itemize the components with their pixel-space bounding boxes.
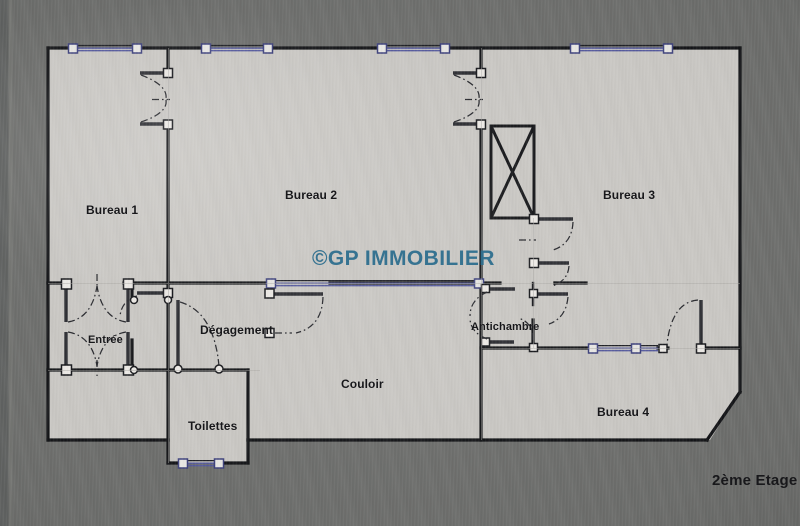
room-label-bureau-3: Bureau 3 [603, 188, 656, 202]
door [140, 67, 174, 130]
door [453, 67, 487, 130]
wall-stop-box [658, 343, 668, 354]
room-label-bureau-2: Bureau 2 [285, 188, 338, 202]
window [265, 278, 485, 289]
window [569, 43, 674, 54]
room-label-bureau-1: Bureau 1 [86, 203, 139, 217]
technical-shaft [489, 124, 536, 220]
room-label-couloir: Couloir [341, 377, 384, 391]
room-label-bureau-4: Bureau 4 [597, 405, 650, 419]
room-label-entree: Entrée [88, 334, 123, 346]
window [200, 43, 274, 54]
door [469, 317, 539, 353]
door [519, 239, 570, 287]
window [67, 43, 143, 54]
wall-node [129, 365, 139, 375]
wall-node [129, 295, 139, 305]
building-footprint [48, 48, 740, 463]
door [264, 288, 324, 339]
watermark-gp-immobilier: ©GP IMMOBILIER [312, 247, 495, 270]
floor-caption: 2ème Etage [712, 472, 798, 489]
door [469, 283, 515, 317]
room-label-antichambre: Antichambre [471, 321, 540, 333]
door [528, 213, 574, 251]
window [177, 458, 225, 469]
door [666, 299, 707, 354]
outer-walls [46, 46, 743, 465]
door [173, 300, 224, 374]
doors [60, 67, 707, 376]
room-label-degagement: Dégagement [200, 323, 274, 337]
window [376, 43, 451, 54]
guide-lines [48, 48, 740, 463]
door [528, 288, 569, 325]
wall-node [163, 295, 173, 305]
room-label-toilettes: Toilettes [188, 419, 238, 433]
windows [67, 43, 674, 469]
window [587, 343, 658, 354]
